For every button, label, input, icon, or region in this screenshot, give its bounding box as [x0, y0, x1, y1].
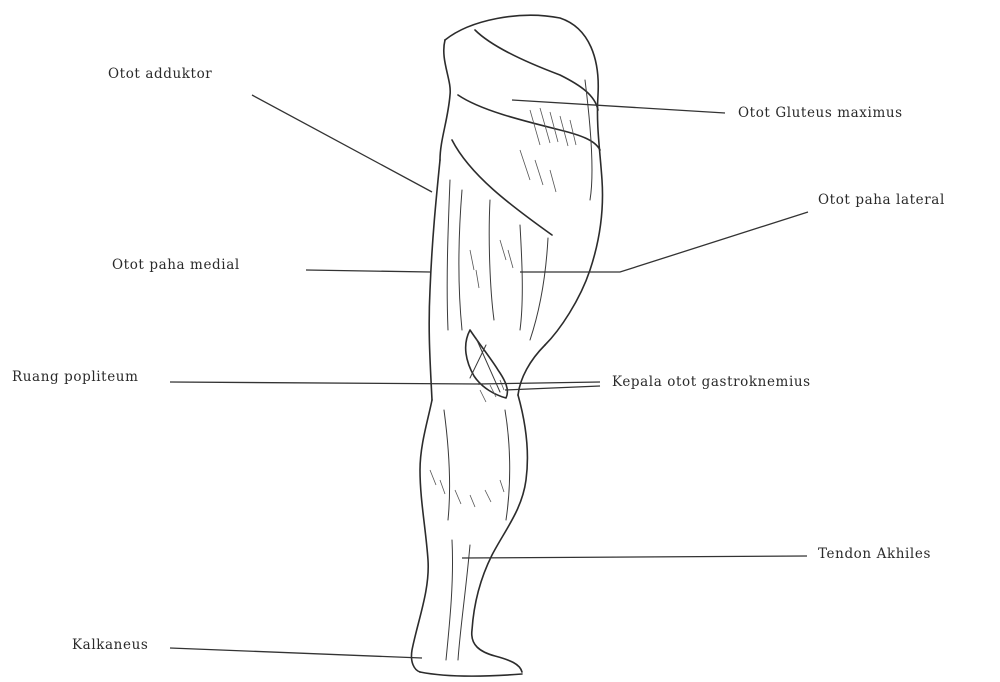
shading-hatch — [430, 108, 576, 507]
label-medial-thigh: Otot paha medial — [112, 259, 240, 273]
leader-popliteum — [170, 382, 480, 384]
label-calcaneus: Kalkaneus — [72, 639, 148, 653]
leader-medial — [306, 270, 430, 272]
leg-illustration — [411, 15, 602, 676]
label-lateral-thigh: Otot paha lateral — [818, 194, 945, 208]
leader-adductor — [252, 95, 432, 192]
leader-achilles — [462, 556, 807, 558]
label-achilles-tendon: Tendon Akhiles — [818, 548, 931, 562]
leader-calcaneus — [170, 648, 422, 658]
leader-gluteus — [512, 100, 725, 113]
label-gastrocnemius-head: Kepala otot gastroknemius — [612, 376, 811, 390]
label-adductor: Otot adduktor — [108, 68, 212, 82]
label-gluteus-maximus: Otot Gluteus maximus — [738, 107, 903, 121]
leader-lateral — [520, 212, 808, 272]
label-popliteal-space: Ruang popliteum — [12, 371, 139, 385]
